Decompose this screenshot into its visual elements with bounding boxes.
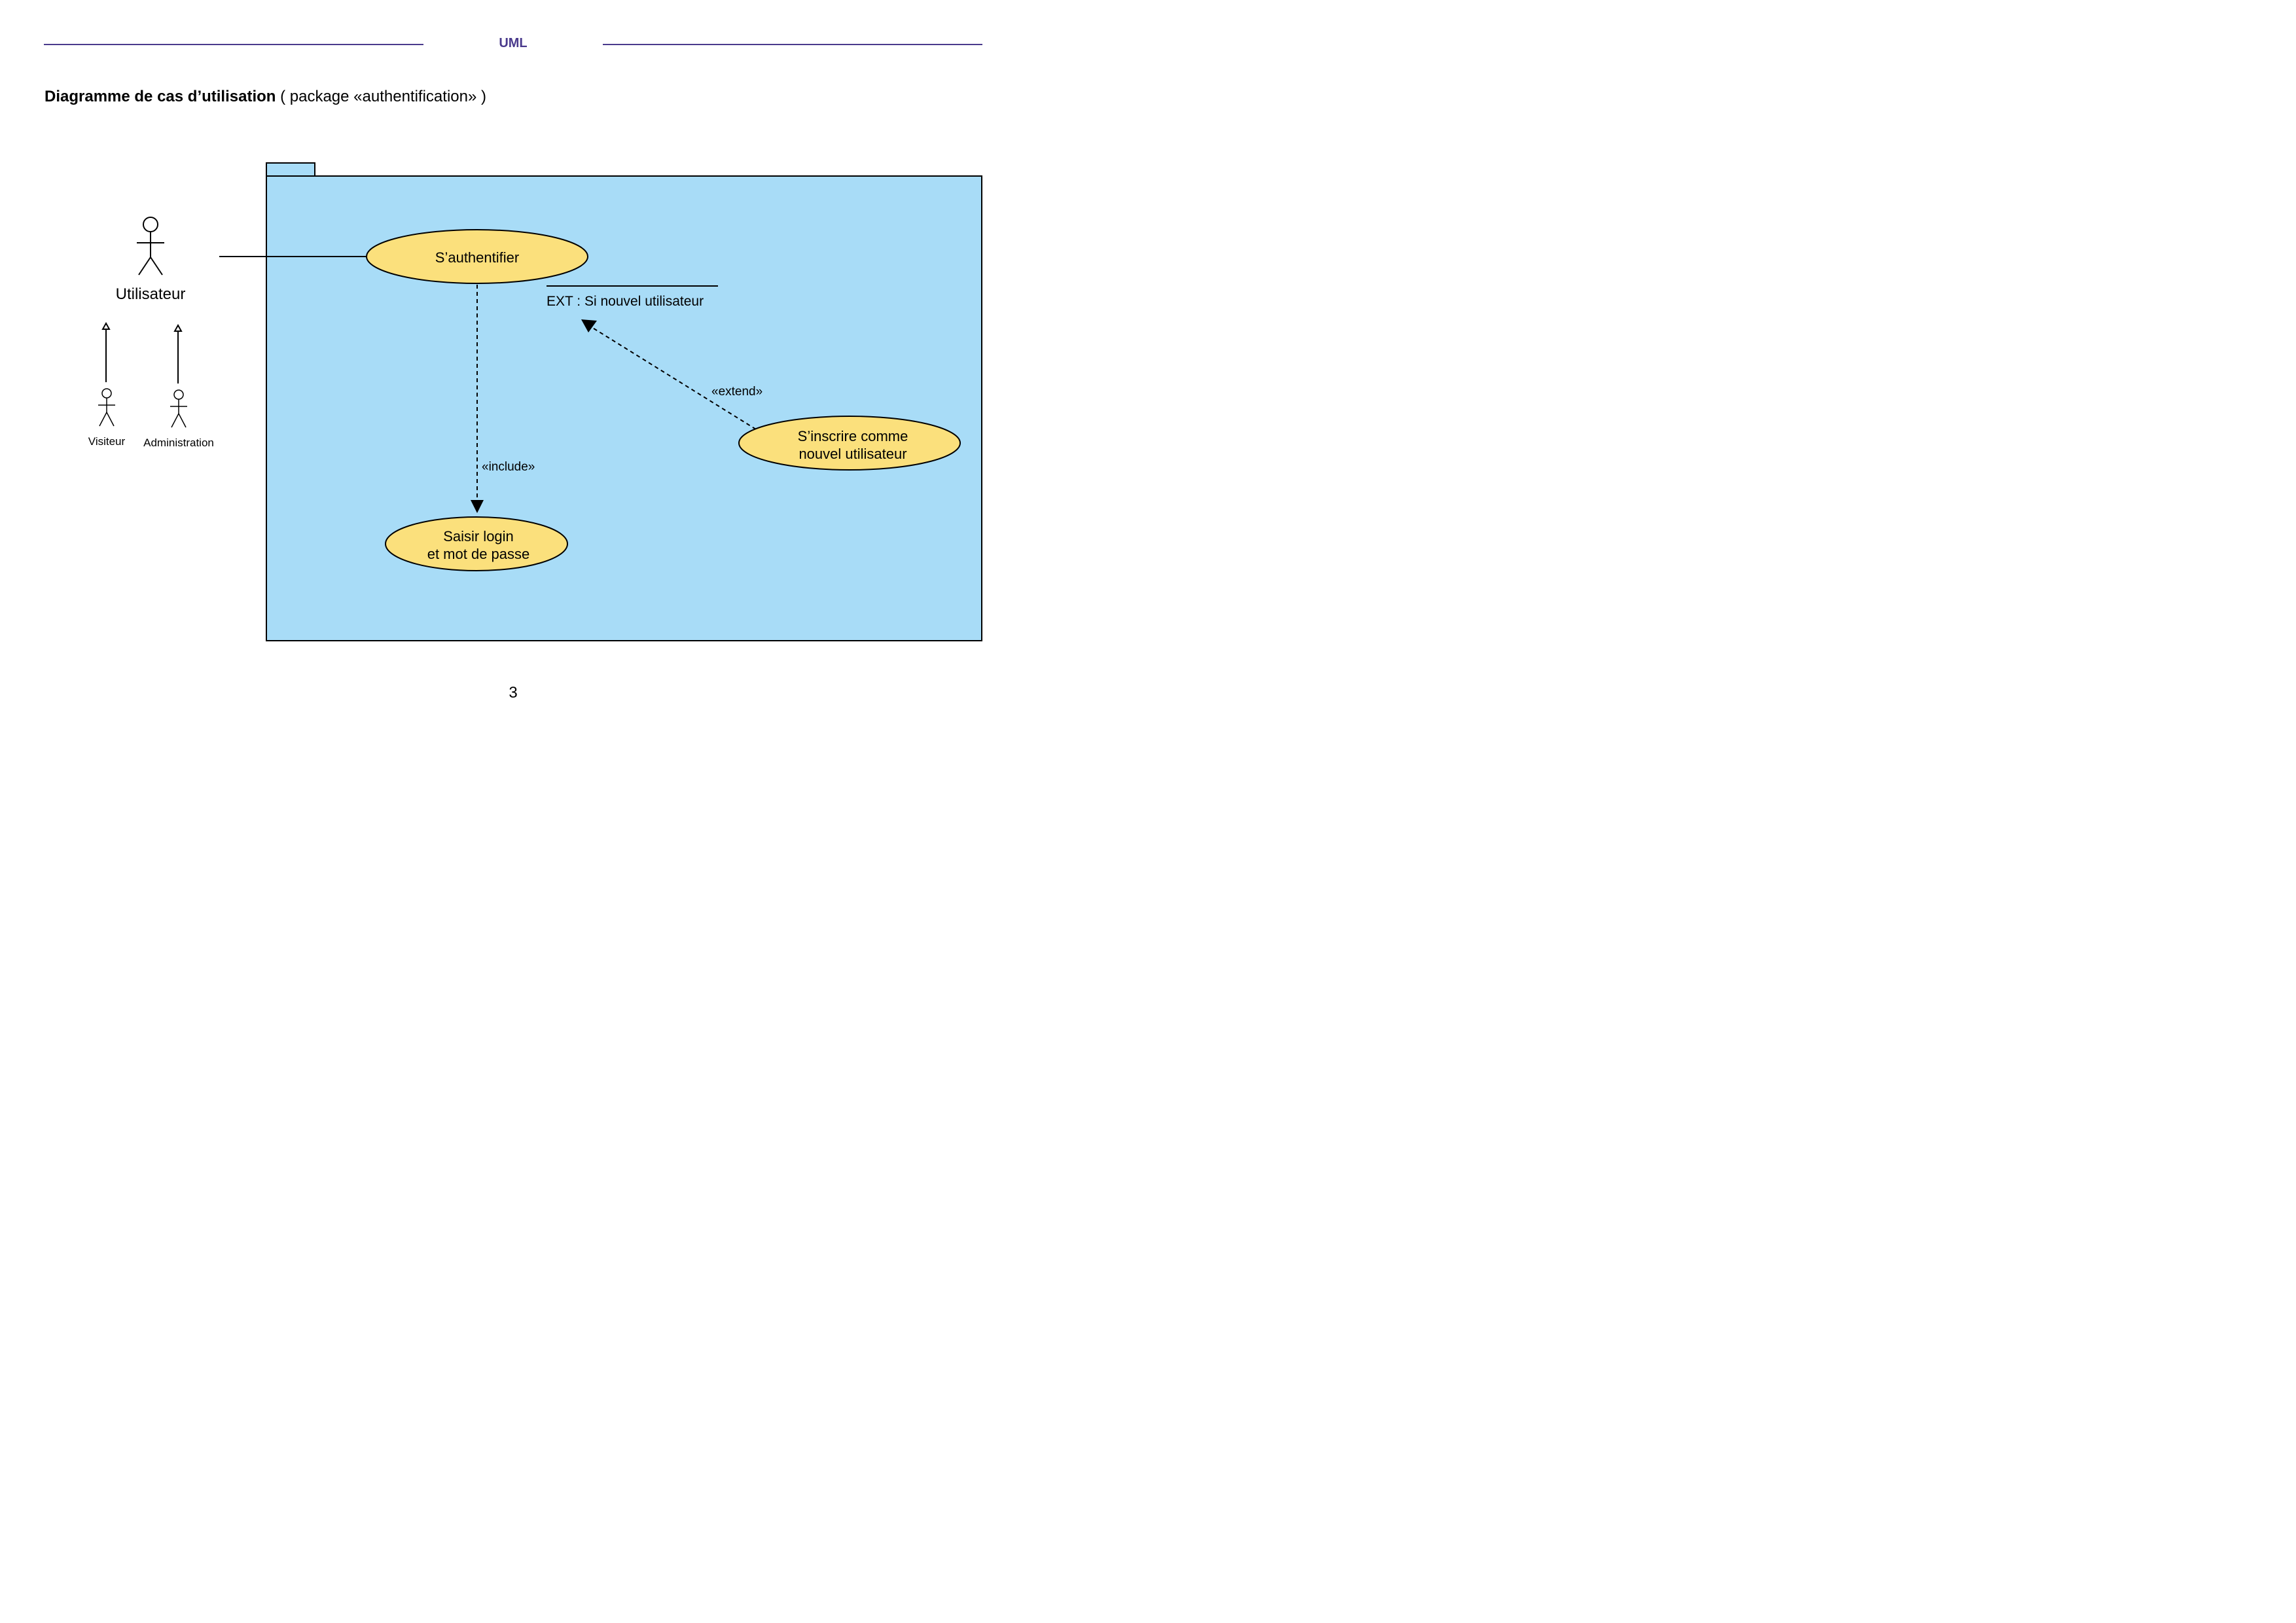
use-case-authentifier-label: S’authentifier bbox=[435, 249, 519, 266]
actor-visiteur-label: Visiteur bbox=[88, 435, 126, 448]
use-case-inscrire bbox=[738, 416, 961, 471]
extend-label: «extend» bbox=[711, 385, 762, 399]
generalization-visiteur bbox=[101, 321, 111, 382]
package-authentification bbox=[266, 162, 982, 641]
header-title: UML bbox=[499, 36, 528, 50]
actor-administration bbox=[170, 389, 187, 428]
page-title: Diagramme de cas d’utilisation ( package… bbox=[45, 88, 486, 106]
generalization-administration bbox=[173, 323, 183, 383]
use-case-inscrire-line2: nouvel utilisateur bbox=[798, 446, 906, 462]
extension-point-label: EXT : Si nouvel utilisateur bbox=[547, 294, 704, 309]
include-arrowhead bbox=[471, 500, 484, 513]
package-body bbox=[266, 175, 982, 641]
use-case-saisir-login bbox=[385, 516, 568, 571]
use-case-diagram: Utilisateur Visiteur Administration S’au… bbox=[44, 44, 982, 641]
actor-visiteur bbox=[98, 388, 115, 427]
page-title-bold: Diagramme de cas d’utilisation bbox=[45, 88, 276, 105]
page-title-rest: ( package «authentification» ) bbox=[276, 88, 486, 105]
extend-arrow-line bbox=[591, 327, 757, 430]
use-case-inscrire-line1: S’inscrire comme bbox=[798, 428, 908, 444]
page-number: 3 bbox=[509, 684, 518, 702]
actor-utilisateur-label: Utilisateur bbox=[116, 285, 186, 303]
use-case-authentifier bbox=[366, 229, 588, 284]
package-tab bbox=[266, 162, 315, 177]
use-case-saisir-login-line1: Saisir login bbox=[443, 528, 514, 544]
actor-utilisateur bbox=[137, 217, 164, 276]
extend-arrowhead bbox=[581, 319, 597, 332]
actor-administration-label: Administration bbox=[143, 437, 214, 449]
use-case-saisir-login-line2: et mot de passe bbox=[427, 546, 530, 562]
include-label: «include» bbox=[482, 460, 535, 474]
